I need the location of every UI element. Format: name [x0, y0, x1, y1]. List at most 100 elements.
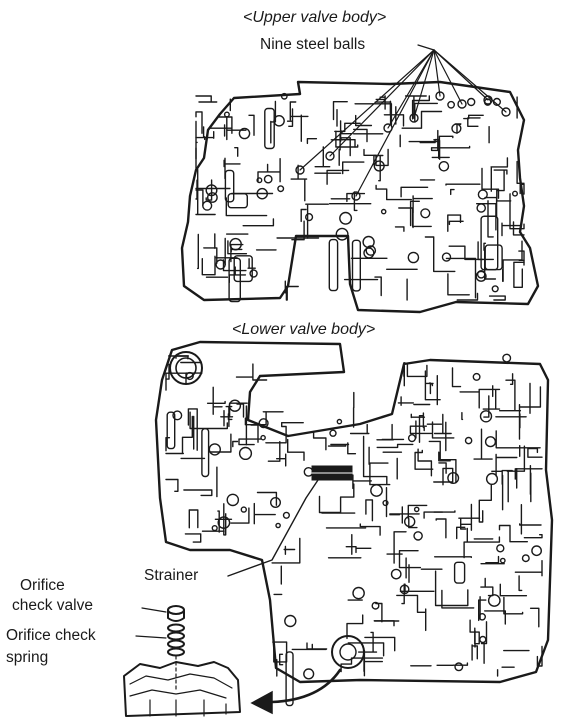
passage-line [445, 183, 481, 186]
orifice-valve-label-line2: check valve [12, 597, 93, 614]
bolt-hole [407, 434, 417, 443]
valve-bore [166, 411, 176, 450]
passage-line [459, 388, 501, 409]
valve-bore [351, 239, 362, 292]
passage-line [418, 415, 424, 443]
passage-line [250, 424, 259, 443]
passage-line [478, 484, 492, 523]
passage-line [332, 101, 348, 121]
passage-line [212, 386, 223, 415]
passage-line [434, 570, 469, 607]
bolt-hole [371, 601, 380, 610]
valve-bore [328, 238, 339, 292]
passage-line [165, 363, 170, 391]
passage-line [519, 175, 525, 195]
passage-line [374, 276, 382, 297]
passage-line [224, 157, 241, 180]
valve-bore [480, 215, 499, 271]
bolt-hole [249, 269, 258, 278]
bolt-hole [512, 190, 519, 197]
passage-line [189, 411, 228, 430]
passage-line [184, 533, 202, 543]
passage-line [195, 95, 218, 103]
bolt-hole [238, 446, 253, 461]
bolt-hole [438, 160, 450, 172]
passage-line [227, 240, 248, 255]
bolt-hole [258, 418, 269, 429]
passage-line [236, 403, 245, 418]
passage-line [461, 412, 464, 421]
passage-line [375, 602, 383, 623]
bolt-hole [263, 174, 273, 184]
passage-line [288, 108, 294, 127]
steel-ball-leaders [299, 49, 507, 197]
passage-line [509, 373, 514, 385]
passage-line [279, 653, 284, 666]
passage-line [428, 440, 457, 484]
orifice-spring-label-line1: Orifice check [6, 627, 96, 644]
passage-line [253, 502, 276, 525]
passage-line [393, 531, 407, 564]
passage-line [335, 130, 359, 148]
strainer-label: Strainer [144, 567, 198, 584]
bolt-hole [487, 594, 501, 607]
passage-line [291, 220, 305, 241]
passage-line [488, 295, 506, 301]
passage-line [445, 257, 477, 299]
passage-line [327, 443, 350, 447]
passage-line [448, 245, 484, 261]
passage-line [347, 642, 385, 657]
passage-line [234, 147, 239, 157]
bolt-hole [303, 668, 315, 680]
passage-line [434, 556, 472, 559]
bolt-hole [413, 531, 423, 541]
passage-line [480, 586, 494, 597]
nine-steel-balls-label: Nine steel balls [260, 36, 365, 53]
upper-valve-body-title: <Upper valve body> [243, 9, 386, 26]
passage-line [222, 259, 247, 272]
bolt-hole [475, 270, 487, 282]
bolt-hole [420, 208, 431, 219]
passage-line [248, 114, 255, 136]
bolt-hole [335, 227, 349, 241]
passage-line [353, 128, 368, 143]
bolt-hole [305, 213, 314, 222]
bolt-hole [256, 177, 263, 184]
bolt-hole [280, 92, 288, 100]
passage-line [352, 474, 372, 490]
passage-line [244, 411, 284, 426]
lower-valve-body [154, 340, 554, 707]
bolt-hole [531, 545, 542, 557]
passage-line [369, 462, 391, 486]
bolt-hole [413, 506, 420, 513]
bolt-hole [211, 524, 218, 532]
passage-line [394, 226, 405, 232]
bolt-hole [499, 557, 506, 564]
passage-line [225, 197, 268, 217]
bolt-hole [202, 200, 213, 211]
passage-line [256, 491, 278, 506]
passage-line [447, 214, 462, 232]
passage-line [506, 445, 526, 472]
passage-line [187, 408, 198, 451]
bolt-hole [441, 252, 452, 262]
passage-line [501, 222, 522, 237]
passage-line [519, 523, 542, 526]
passage-line [378, 155, 381, 182]
passage-line [433, 135, 454, 141]
bolt-hole [451, 123, 462, 134]
passage-line [483, 242, 487, 251]
valve-bore [453, 561, 466, 584]
passage-line [518, 575, 523, 592]
bolt-hole [484, 436, 497, 448]
bolt-hole [363, 247, 375, 259]
passage-line [447, 273, 470, 296]
passage-line [196, 233, 199, 270]
passage-line [516, 160, 525, 184]
bolt-hole [496, 544, 505, 553]
passage-line [374, 101, 392, 125]
passage-line [513, 261, 525, 288]
bolt-hole [238, 127, 251, 140]
curved-arrow [270, 668, 342, 704]
